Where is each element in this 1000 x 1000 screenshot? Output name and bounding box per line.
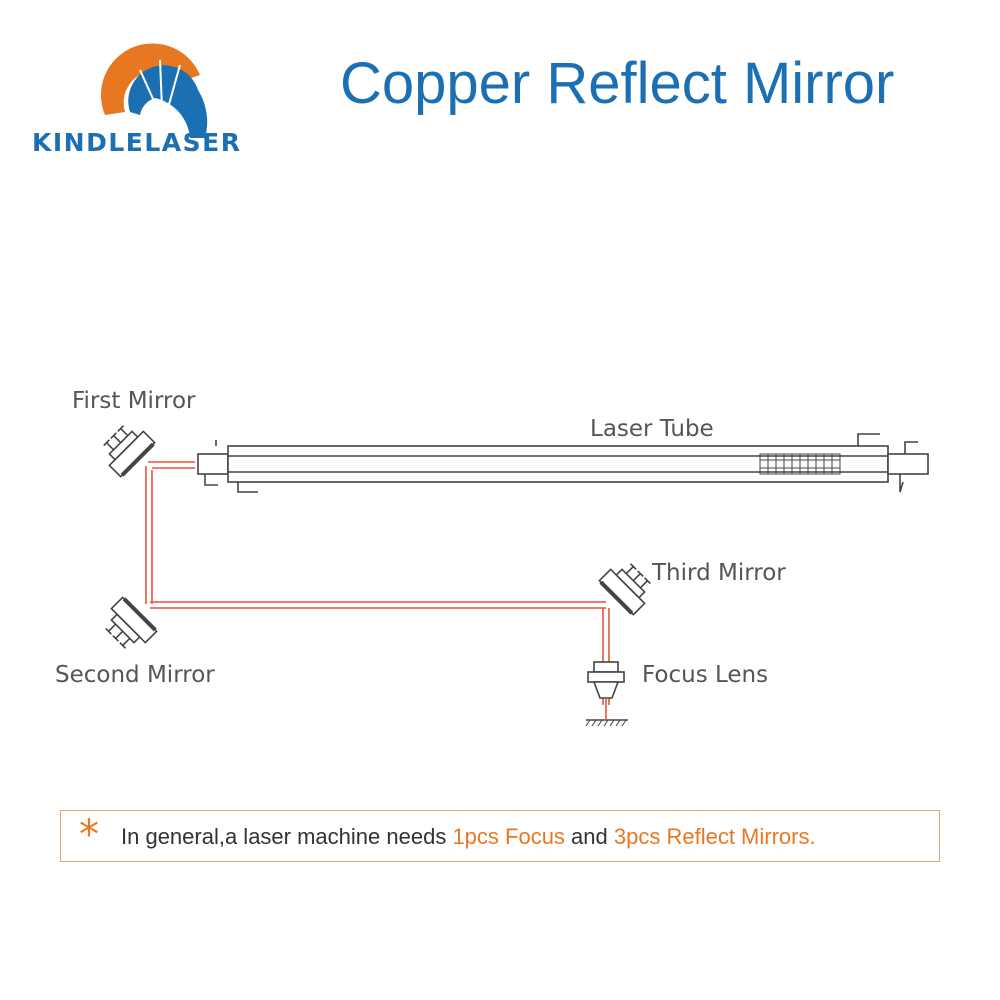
note-text: In general,a laser machine needs 1pcs Fo… [121, 824, 816, 850]
laser-tube-graphic [197, 433, 929, 493]
info-note: * In general,a laser machine needs 1pcs … [60, 810, 940, 862]
note-highlight-mirrors: 3pcs Reflect Mirrors. [613, 824, 816, 849]
asterisk-icon: * [79, 812, 99, 858]
page-title: Copper Reflect Mirror [340, 51, 895, 116]
focus-lens-graphic [585, 661, 628, 727]
first-mirror-label: First Mirror [72, 388, 196, 414]
logo-blue-sweep [128, 65, 208, 138]
laser-tube-label: Laser Tube [590, 416, 714, 442]
kindlelaser-logo [100, 43, 208, 138]
note-text-part-2: and [564, 824, 614, 849]
second-mirror-label: Second Mirror [55, 662, 215, 688]
note-text-part-1: In general,a laser machine needs [121, 824, 453, 849]
diagram-canvas [103, 425, 929, 727]
focus-lens-label: Focus Lens [642, 662, 769, 688]
logo-sun-arc [100, 43, 200, 115]
laser-beam [145, 461, 610, 705]
note-highlight-focus: 1pcs Focus [452, 824, 565, 849]
laser-path-diagram: First Mirror Laser Tube Third Mirror Sec… [0, 380, 1000, 740]
third-mirror-label: Third Mirror [652, 560, 786, 586]
first-mirror-graphic [103, 425, 156, 478]
second-mirror-graphic [105, 596, 158, 649]
laser-tube-coil [759, 453, 841, 475]
third-mirror-graphic [598, 563, 651, 616]
brand-wordmark: KINDLELASER [32, 128, 242, 157]
